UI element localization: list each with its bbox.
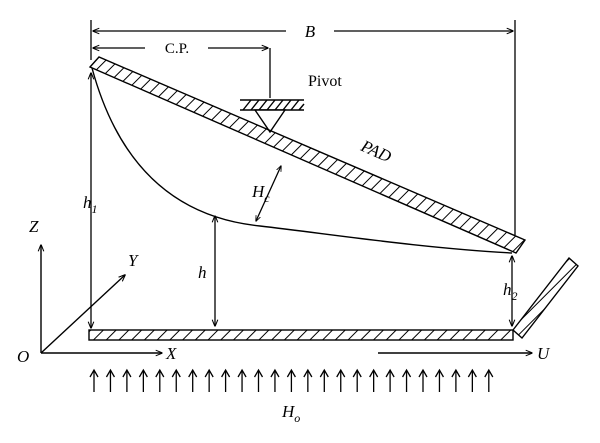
ho-field-arrowhead — [434, 368, 445, 378]
hc-label: Hc — [251, 182, 270, 205]
cp-dimension — [93, 48, 271, 98]
ho-field-arrowhead — [270, 368, 280, 378]
runner-extension — [512, 256, 579, 340]
ho-field-arrowhead — [204, 368, 214, 378]
h-label: h — [198, 263, 207, 282]
ho-field-arrowhead — [105, 368, 116, 378]
pivot-label: Pivot — [308, 73, 342, 90]
hc-dimension-arrow — [256, 166, 281, 221]
ho-field-arrowhead — [138, 368, 148, 378]
tilting-pad — [88, 56, 527, 254]
ho-field-arrowhead — [237, 368, 247, 378]
ho-label: Ho — [281, 402, 300, 425]
b-dimension — [90, 20, 516, 235]
pad-label: PAD — [357, 136, 394, 167]
ho-field-arrowhead — [319, 368, 329, 378]
x-axis-label: X — [165, 344, 177, 363]
coordinate-axes — [41, 245, 162, 353]
ho-field-arrowhead — [401, 368, 412, 378]
ho-field-arrowhead — [451, 368, 461, 378]
ho-field-arrowhead — [171, 368, 181, 378]
runner-surface — [88, 329, 514, 341]
ho-field-arrowhead — [221, 368, 231, 378]
ho-field-arrowhead — [467, 368, 477, 378]
ho-field-arrowhead — [352, 368, 362, 378]
ho-field-arrowhead — [418, 368, 428, 378]
ho-field-arrowhead — [336, 368, 346, 378]
b-label: B — [305, 22, 316, 41]
ho-field-arrowhead — [188, 368, 198, 378]
ho-field-arrowhead — [122, 368, 132, 378]
y-axis-label: Y — [128, 251, 139, 270]
h2-label: h2 — [503, 280, 518, 303]
ho-field-arrowhead — [303, 368, 313, 378]
ho-field-arrowhead — [89, 368, 99, 378]
ho-field-arrowhead — [286, 368, 296, 378]
film-profile-curve — [91, 67, 513, 254]
cp-label: C.P. — [165, 41, 189, 57]
ho-field-arrowhead — [155, 368, 165, 378]
ho-field-arrowhead — [484, 368, 494, 378]
origin-label: O — [17, 347, 29, 366]
pivot-support — [240, 99, 305, 134]
ho-field-arrows — [89, 368, 494, 392]
z-axis-label: Z — [29, 217, 39, 236]
ho-field-arrowhead — [253, 368, 264, 378]
ho-field-arrowhead — [385, 368, 395, 378]
h1-label: h1 — [83, 193, 98, 216]
ho-field-arrowhead — [369, 368, 379, 378]
u-label: U — [537, 344, 551, 363]
